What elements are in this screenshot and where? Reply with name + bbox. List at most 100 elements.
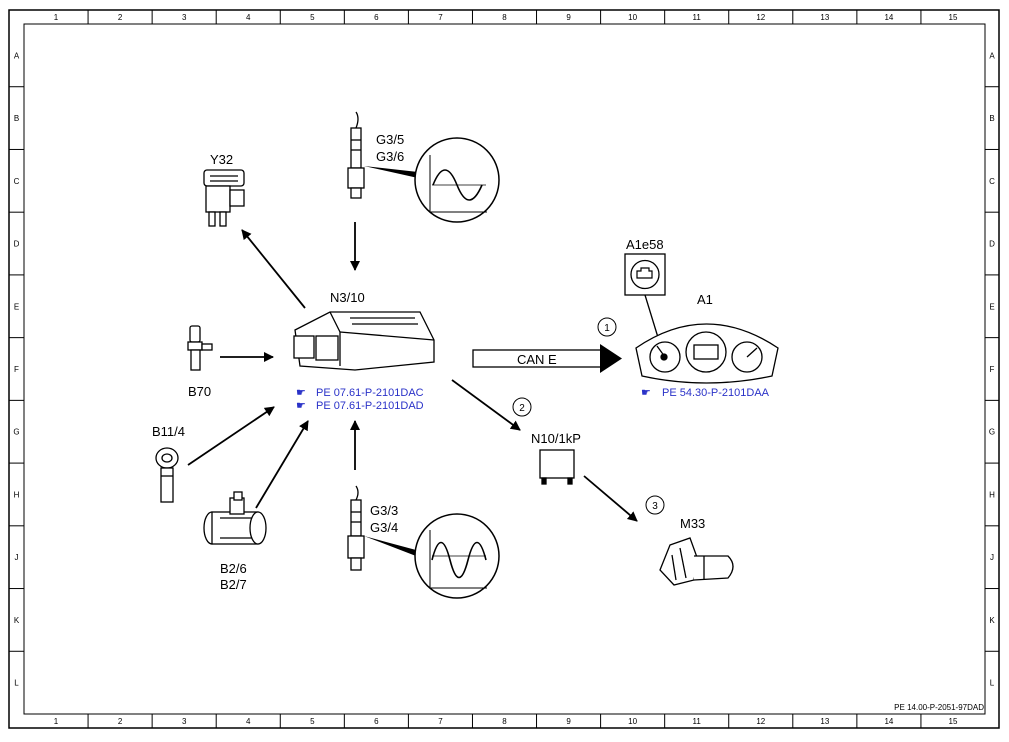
grid-row-label-left: H [14, 490, 20, 499]
grid-column-label-bottom: 3 [182, 717, 187, 726]
grid-row-label-right: E [989, 302, 994, 311]
document-id: PE 14.00-P-2051-97DAD [894, 703, 984, 712]
ecu-to-purge-valve-arrow [241, 229, 306, 309]
grid-row-label-left: D [14, 240, 20, 249]
grid-column-label-top: 2 [118, 13, 123, 22]
ecu-reference-1-link[interactable]: PE 07.61-P-2101DAC [316, 387, 424, 399]
grid-row-label-right: A [989, 51, 995, 60]
grid-column-label-bottom: 1 [54, 717, 59, 726]
cluster-reference-link[interactable]: PE 54.30-P-2101DAA [662, 387, 770, 399]
fuel-pump-icon [659, 537, 734, 586]
lower-o2-sensor-icon [347, 485, 365, 571]
grid-column-label-bottom: 15 [949, 717, 958, 726]
grid-column-label-bottom: 14 [884, 717, 893, 726]
upper-o2-sensor-label-1: G3/5 [376, 132, 404, 147]
grid-column-label-bottom: 9 [566, 717, 571, 726]
cluster-reference[interactable]: ☛ PE 54.30-P-2101DAA [641, 387, 770, 399]
grid-column-label-bottom: 13 [820, 717, 829, 726]
grid-column-label-top: 3 [182, 13, 187, 22]
grid-column-label-bottom: 11 [693, 717, 702, 726]
grid-row-label-left: L [14, 679, 19, 688]
grid-column-label-top: 9 [566, 13, 571, 22]
grid-column-label-top: 12 [756, 13, 765, 22]
temp-sensor-label: B11/4 [152, 424, 185, 439]
grid-row-label-right: D [989, 240, 995, 249]
grid-row-label-left: A [14, 51, 20, 60]
grid-column-label-top: 14 [884, 13, 893, 22]
grid-row-label-left: K [14, 616, 20, 625]
relay-icon [539, 449, 575, 485]
check-engine-lamp-icon [624, 253, 666, 296]
grid-row-label-right: G [989, 428, 995, 437]
grid-column-label-top: 13 [820, 13, 829, 22]
ecu-reference-2-link[interactable]: PE 07.61-P-2101DAD [316, 400, 424, 412]
grid-column-label-bottom: 7 [438, 717, 443, 726]
grid-row-label-left: E [14, 302, 19, 311]
can-bus-label: CAN E [517, 352, 557, 367]
grid-column-label-top: 15 [949, 13, 958, 22]
step-2-marker [512, 397, 532, 417]
temp-sensor-icon [155, 447, 179, 503]
lower-callout-pointer [364, 536, 416, 556]
grid-row-label-right: K [989, 616, 995, 625]
upper-o2-sensor-icon [347, 111, 365, 199]
outer-frame [8, 9, 1000, 729]
can-bus-arrow [472, 344, 622, 373]
grid-column-label-top: 6 [374, 13, 379, 22]
grid-row-label-left: B [14, 114, 19, 123]
maf-sensor-icon [203, 491, 267, 545]
upper-o2-sensor-label-2: G3/6 [376, 149, 404, 164]
inner-frame [23, 23, 986, 715]
grid-column-label-bottom: 6 [374, 717, 379, 726]
step-2-number: 2 [519, 403, 525, 414]
grid-row-label-right: J [990, 553, 994, 562]
instrument-cluster-icon [635, 323, 779, 384]
step-3-marker [645, 495, 665, 515]
maf-sensor-label-1: B2/6 [220, 561, 247, 576]
instrument-cluster-label: A1 [697, 292, 713, 307]
grid-ruler: 1122334455667788991010111112121313141415… [9, 10, 999, 728]
purge-valve-icon [203, 169, 245, 227]
ecu-label: N3/10 [330, 290, 365, 305]
grid-column-label-top: 5 [310, 13, 315, 22]
maf-sensor-label-2: B2/7 [220, 577, 247, 592]
grid-column-label-bottom: 4 [246, 717, 251, 726]
lower-o2-sensor-label-1: G3/3 [370, 503, 398, 518]
pointing-hand-icon: ☛ [296, 400, 306, 412]
grid-column-label-bottom: 8 [502, 717, 507, 726]
fuel-pump-label: M33 [680, 516, 705, 531]
grid-row-label-right: B [989, 114, 994, 123]
grid-column-label-top: 7 [438, 13, 443, 22]
grid-row-label-right: H [989, 490, 995, 499]
grid-row-label-right: F [990, 365, 995, 374]
upper-signal-waveform-icon [414, 137, 500, 223]
upper-callout-pointer [364, 166, 418, 178]
grid-row-label-left: J [15, 553, 19, 562]
grid-column-label-top: 10 [628, 13, 637, 22]
purge-valve-label: Y32 [210, 152, 233, 167]
grid-row-label-left: G [13, 428, 19, 437]
grid-column-label-bottom: 10 [628, 717, 637, 726]
grid-row-label-right: L [990, 679, 995, 688]
relay-label: N10/1kP [531, 431, 581, 446]
grid-column-label-top: 8 [502, 13, 507, 22]
ecu-to-relay-arrow [451, 379, 521, 431]
pointing-hand-icon: ☛ [641, 387, 651, 399]
grid-column-label-top: 1 [54, 13, 59, 22]
ecu-icon [293, 311, 435, 371]
relay-to-pump-arrow [583, 475, 638, 522]
grid-column-label-bottom: 12 [756, 717, 765, 726]
lower-signal-waveform-icon [414, 513, 500, 599]
ecu-reference-1[interactable]: ☛ PE 07.61-P-2101DAC [296, 387, 424, 399]
pressure-sensor-icon [187, 325, 213, 371]
grid-column-label-bottom: 5 [310, 717, 315, 726]
check-engine-lamp-label: A1e58 [626, 237, 664, 252]
temp-sensor-arrow [187, 406, 275, 466]
ecu-reference-2[interactable]: ☛ PE 07.61-P-2101DAD [296, 400, 424, 412]
lower-o2-sensor-label-2: G3/4 [370, 520, 398, 535]
grid-row-label-right: C [989, 177, 995, 186]
step-3-number: 3 [652, 501, 658, 512]
grid-row-label-left: F [14, 365, 19, 374]
